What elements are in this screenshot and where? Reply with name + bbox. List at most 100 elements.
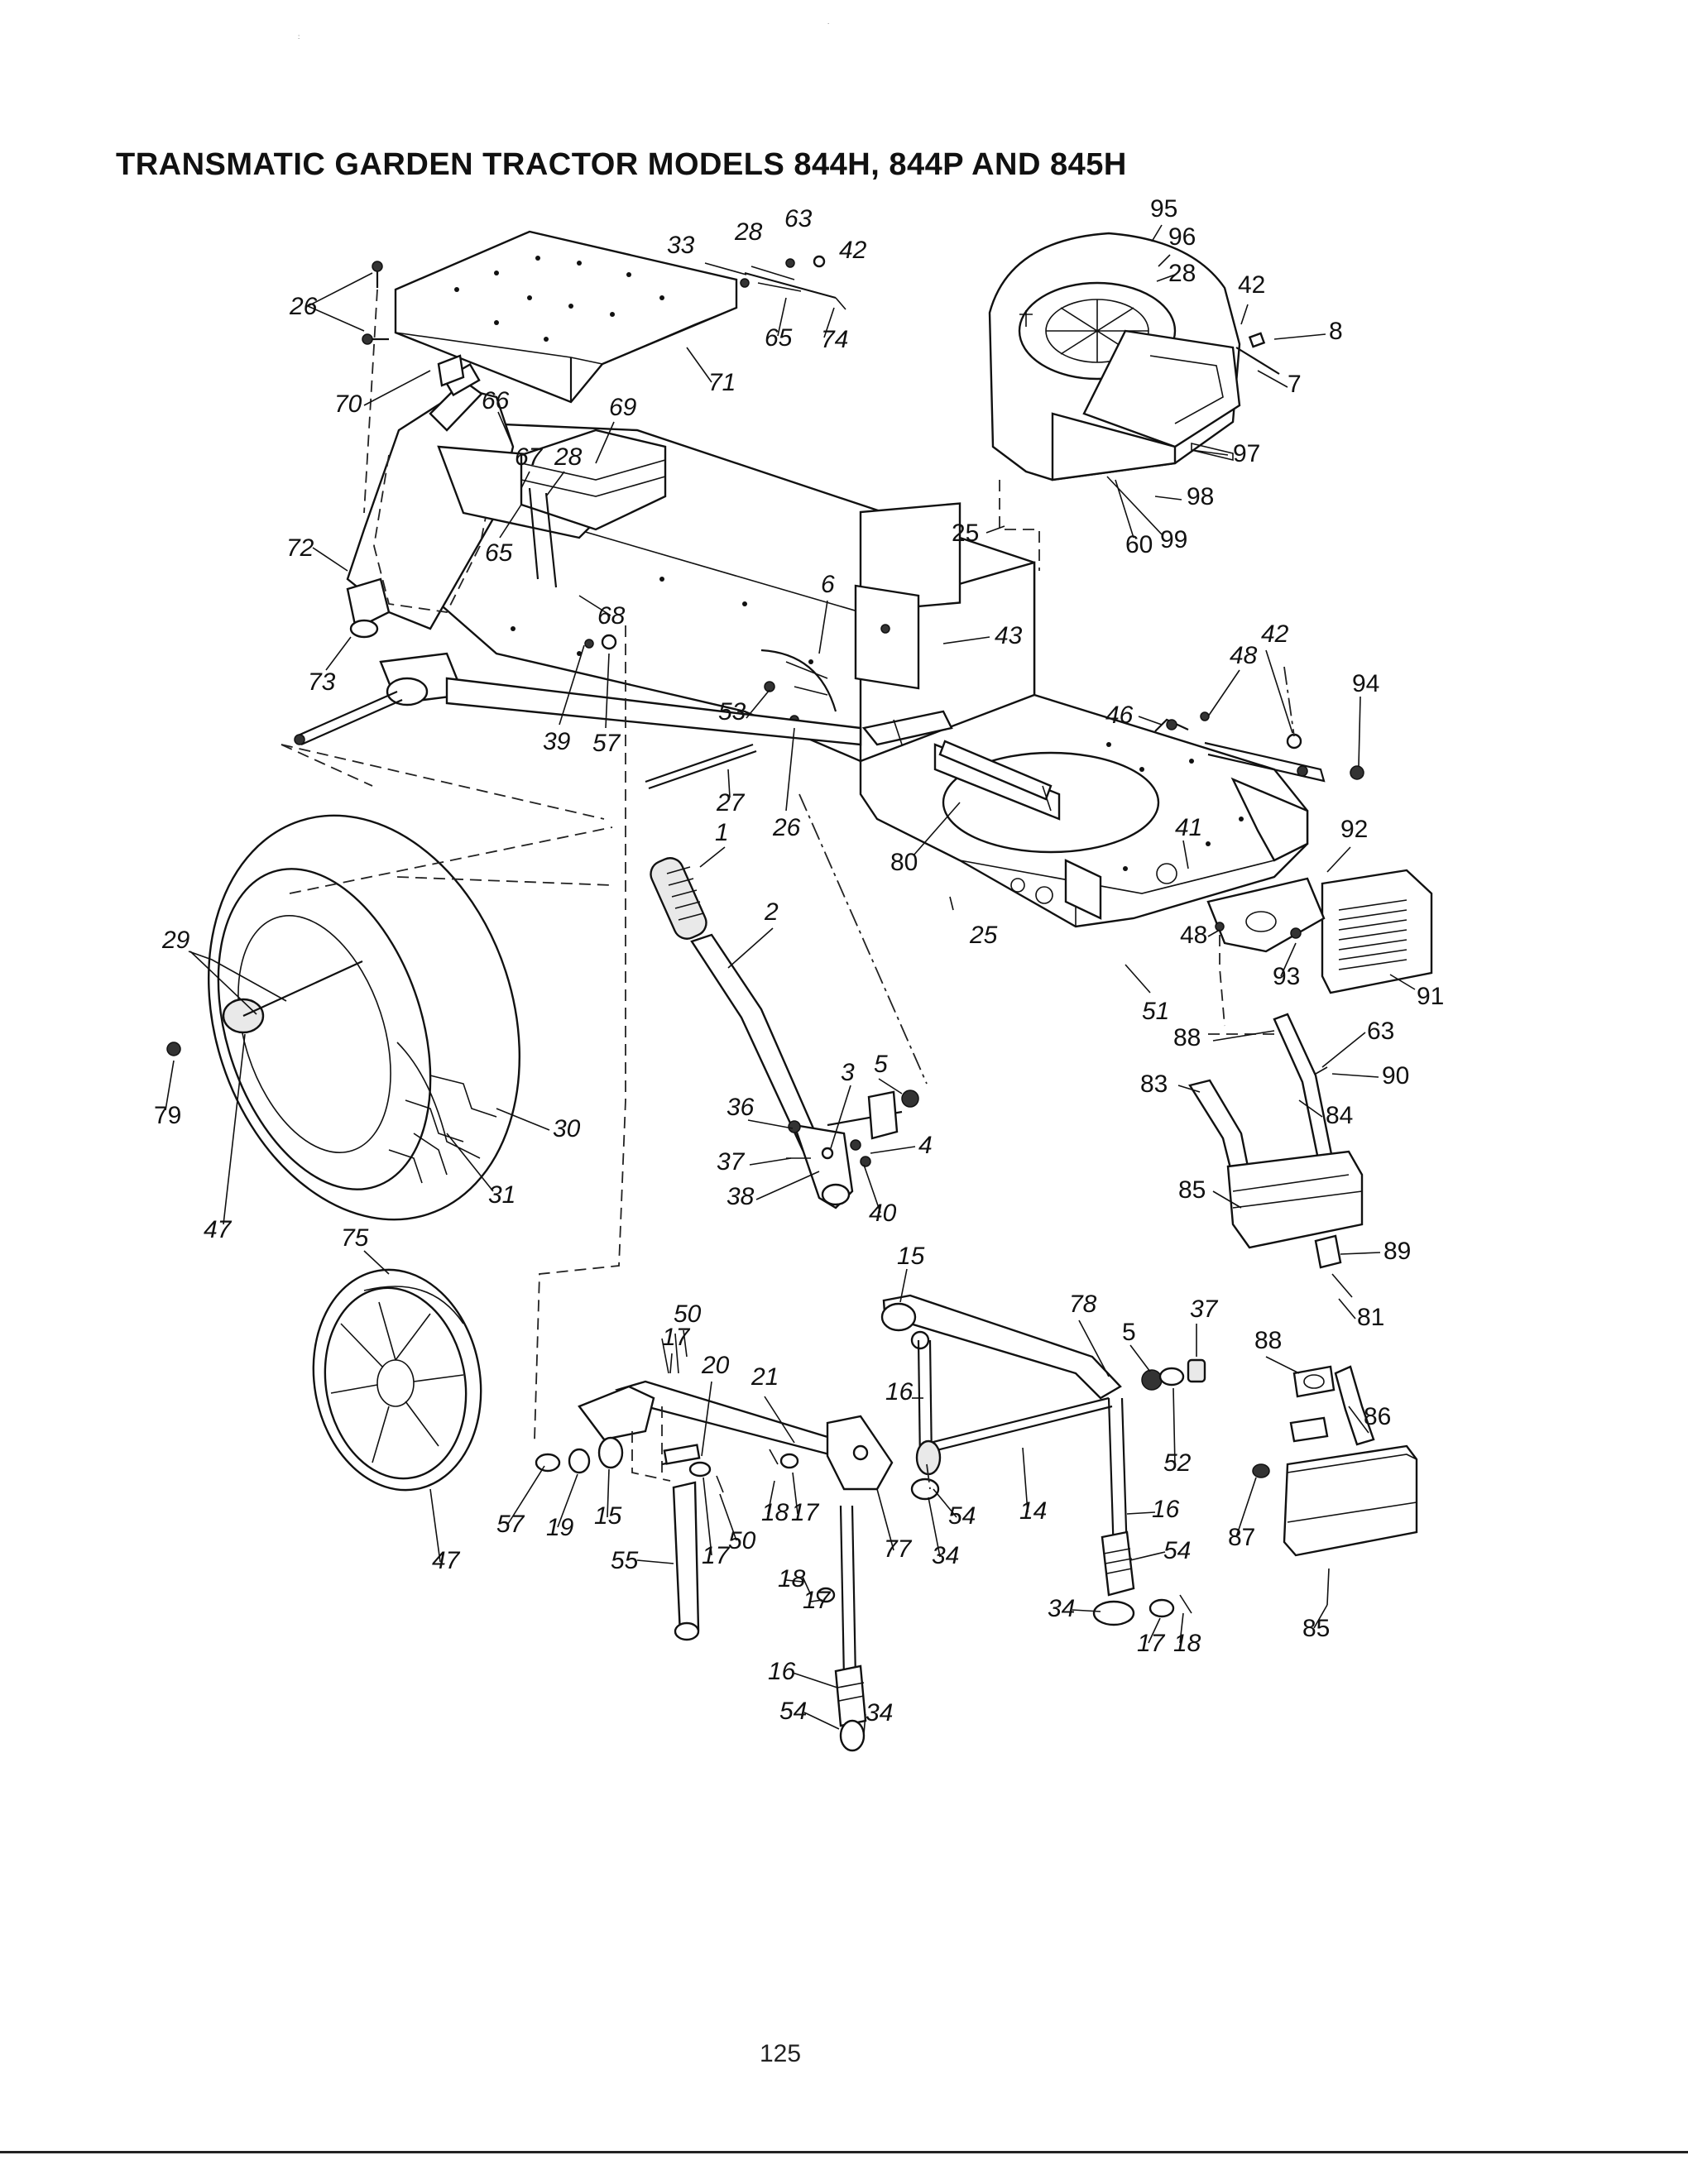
callout-c-17c: 17 bbox=[702, 1542, 731, 1569]
callout-c-28a: 28 bbox=[1168, 260, 1196, 287]
callout-c-28c: 28 bbox=[554, 443, 583, 471]
page-bottom-rule bbox=[0, 2151, 1688, 2153]
callout-c-16b: 16 bbox=[1152, 1496, 1180, 1523]
callout-c-42a: 42 bbox=[1238, 271, 1265, 299]
callout-c-16a: 16 bbox=[885, 1378, 914, 1406]
callout-c-60: 60 bbox=[1125, 531, 1153, 558]
callout-c-38: 38 bbox=[727, 1183, 755, 1210]
rear-wheel-assembly bbox=[165, 814, 613, 1221]
callout-c-42b: 42 bbox=[839, 237, 867, 264]
callout-c-66: 66 bbox=[482, 387, 510, 414]
callout-c-85a: 85 bbox=[1178, 1176, 1206, 1204]
callout-c-17d: 17 bbox=[803, 1587, 832, 1614]
callout-c-28b: 28 bbox=[734, 218, 763, 246]
callout-c-55: 55 bbox=[611, 1547, 639, 1574]
callout-c-17b: 17 bbox=[791, 1499, 820, 1526]
callout-c-57a: 57 bbox=[592, 730, 621, 757]
fender-seat-pan bbox=[394, 230, 738, 404]
callout-c-91: 91 bbox=[1417, 983, 1444, 1010]
callout-c-8: 8 bbox=[1329, 318, 1343, 345]
callout-c-87: 87 bbox=[1228, 1524, 1255, 1551]
callout-c-27: 27 bbox=[716, 789, 746, 817]
callout-c-18b: 18 bbox=[778, 1565, 806, 1592]
callout-c-53: 53 bbox=[718, 698, 746, 726]
callout-c-42c: 42 bbox=[1261, 620, 1289, 648]
callout-c-26b: 26 bbox=[772, 814, 801, 841]
callout-c-16c: 16 bbox=[768, 1658, 796, 1685]
callout-c-95: 95 bbox=[1150, 195, 1177, 223]
callout-c-41: 41 bbox=[1175, 814, 1202, 841]
callout-c-39: 39 bbox=[543, 728, 571, 755]
steering-linkage bbox=[535, 1294, 1206, 1752]
rear-transaxle bbox=[281, 362, 862, 1440]
callout-c-89: 89 bbox=[1383, 1238, 1411, 1265]
callout-c-15b: 15 bbox=[594, 1502, 622, 1530]
callout-c-67: 67 bbox=[515, 443, 544, 471]
callout-c-88a: 88 bbox=[1173, 1024, 1201, 1051]
callout-c-46: 46 bbox=[1105, 702, 1134, 729]
front-grille bbox=[1206, 869, 1433, 1027]
callout-c-50b: 50 bbox=[728, 1527, 756, 1554]
callout-c-68: 68 bbox=[597, 602, 626, 630]
callout-c-75: 75 bbox=[341, 1224, 369, 1252]
callout-c-3: 3 bbox=[841, 1059, 855, 1086]
callout-c-73: 73 bbox=[308, 668, 336, 696]
callout-c-57b: 57 bbox=[496, 1511, 525, 1538]
leader-lines bbox=[188, 224, 1416, 1735]
callout-c-5b: 5 bbox=[1122, 1319, 1136, 1346]
tractor-frame bbox=[429, 420, 1364, 928]
callout-c-88b: 88 bbox=[1254, 1327, 1282, 1354]
callout-c-94: 94 bbox=[1352, 670, 1379, 697]
callout-c-54b: 54 bbox=[1163, 1537, 1191, 1564]
callout-c-72: 72 bbox=[286, 534, 314, 562]
callout-c-52: 52 bbox=[1163, 1449, 1192, 1477]
callout-c-71: 71 bbox=[708, 369, 736, 396]
seat-spring-assembly bbox=[740, 255, 846, 310]
fender-fasteners bbox=[362, 261, 465, 514]
callout-c-78: 78 bbox=[1069, 1291, 1097, 1318]
callout-c-79: 79 bbox=[154, 1102, 181, 1129]
callout-c-36: 36 bbox=[727, 1094, 755, 1121]
callout-c-97: 97 bbox=[1233, 440, 1260, 467]
callout-c-50a: 50 bbox=[674, 1300, 702, 1328]
callout-c-81: 81 bbox=[1357, 1304, 1384, 1331]
callout-c-74: 74 bbox=[821, 326, 848, 353]
callout-c-4: 4 bbox=[918, 1132, 933, 1159]
callout-c-90: 90 bbox=[1382, 1062, 1409, 1090]
callout-c-54a: 54 bbox=[948, 1502, 976, 1530]
callout-c-1: 1 bbox=[715, 819, 729, 846]
callout-c-17e: 17 bbox=[1137, 1630, 1166, 1657]
page-number: 125 bbox=[760, 2040, 802, 2067]
muffler-assembly bbox=[1188, 1013, 1364, 1298]
callout-c-69: 69 bbox=[609, 394, 637, 421]
callout-c-63b: 63 bbox=[1367, 1018, 1394, 1045]
callout-c-65a: 65 bbox=[765, 324, 793, 352]
callout-c-33: 33 bbox=[667, 232, 695, 259]
callout-c-92: 92 bbox=[1340, 816, 1368, 843]
callout-c-18c: 18 bbox=[1173, 1630, 1201, 1657]
callout-c-34c: 34 bbox=[866, 1699, 893, 1727]
callout-c-25b: 25 bbox=[969, 922, 998, 949]
callout-c-37a: 37 bbox=[717, 1148, 746, 1176]
callout-c-98: 98 bbox=[1187, 483, 1214, 510]
callout-c-19: 19 bbox=[546, 1514, 574, 1541]
callout-c-96: 96 bbox=[1168, 223, 1196, 251]
callout-c-20: 20 bbox=[701, 1352, 730, 1379]
callout-c-47b: 47 bbox=[432, 1547, 461, 1574]
alternate-muffler bbox=[1252, 1365, 1418, 1606]
callout-c-99: 99 bbox=[1160, 526, 1187, 553]
callout-c-93: 93 bbox=[1273, 963, 1300, 990]
callout-c-48b: 48 bbox=[1180, 922, 1207, 949]
callout-c-34b: 34 bbox=[1048, 1595, 1075, 1622]
callout-c-18a: 18 bbox=[761, 1499, 789, 1526]
callout-c-83: 83 bbox=[1140, 1070, 1168, 1098]
callout-c-15a: 15 bbox=[897, 1243, 925, 1270]
callout-c-14: 14 bbox=[1019, 1497, 1047, 1525]
callout-c-25a: 25 bbox=[952, 520, 979, 547]
callout-c-34a: 34 bbox=[932, 1542, 959, 1569]
callout-c-26a: 26 bbox=[289, 293, 318, 320]
callout-c-65b: 65 bbox=[485, 539, 513, 567]
